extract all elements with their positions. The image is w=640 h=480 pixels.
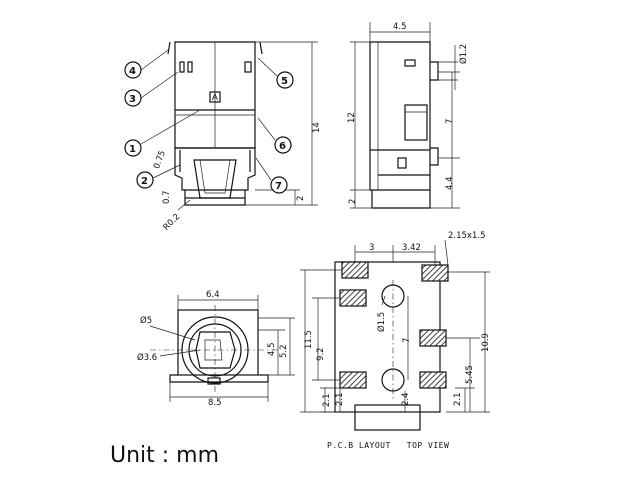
front-view: A 14 2 0.75 0.7 R0.2 4 3 — [124, 41, 322, 233]
dim-front-radius: R0.2 — [162, 212, 183, 233]
dim-bottom-h2: 5.2 — [279, 344, 289, 358]
dim-pcb-pad-size: 2.15x1.5 — [448, 231, 485, 241]
dim-pcb-pitch-right: 3.42 — [402, 243, 421, 253]
dim-pcb-v-right-low: 5.45 — [465, 365, 475, 384]
callout-1: 1 — [124, 109, 201, 157]
pad — [419, 329, 447, 347]
dim-side-height: 12 — [347, 112, 357, 123]
dim-side-base: 2 — [348, 199, 358, 204]
dim-side-width: 4.5 — [393, 22, 407, 32]
dim-pcb-v-outer: 11.5 — [304, 330, 314, 349]
pad — [419, 371, 447, 389]
bottom-view: 6.4 Ø5 Ø3.6 4.5 5.2 8.5 — [137, 290, 295, 408]
callout-2: 2 — [136, 164, 181, 189]
dim-side-pin: Ø1.2 — [458, 44, 469, 64]
dim-pcb-v-inner: 9.2 — [316, 347, 326, 361]
dim-side-lower: 4.4 — [445, 176, 455, 190]
svg-text:6: 6 — [279, 141, 286, 152]
dim-pcb-hole: Ø1.5 — [376, 312, 387, 332]
pad — [339, 371, 367, 389]
dim-front-bottom: 2 — [296, 196, 306, 201]
callout-4: 4 — [124, 49, 169, 79]
svg-text:1: 1 — [129, 144, 136, 155]
pad — [339, 289, 367, 307]
dim-bottom-h1: 4.5 — [267, 342, 277, 356]
dim-bottom-outer: Ø5 — [140, 315, 152, 326]
callout-6: 6 — [257, 117, 292, 154]
dim-front-lip: 0.7 — [162, 190, 172, 204]
svg-text:3: 3 — [129, 94, 136, 105]
svg-text:4: 4 — [129, 66, 136, 77]
dim-front-height: 14 — [312, 122, 322, 133]
dim-pcb-bottom-left-2: 2.1 — [335, 392, 345, 406]
dim-bottom-inner: Ø3.6 — [137, 352, 157, 363]
pad — [341, 261, 369, 279]
callout-3: 3 — [124, 71, 179, 107]
dim-pcb-pitch-left: 3 — [369, 243, 374, 253]
pcb-layout-caption: P.C.B LAYOUT TOP VIEW — [327, 441, 449, 450]
dim-side-offset: 7 — [445, 119, 455, 124]
dim-bottom-width: 8.5 — [208, 398, 222, 408]
pad — [421, 264, 449, 282]
dim-pcb-v-right: 10.9 — [481, 333, 491, 352]
pcb-layout: 3 3.42 2.15x1.5 11.5 9.2 Ø1.5 7 10.9 5.4… — [300, 231, 491, 431]
dim-pcb-bottom-right: 2.1 — [453, 392, 463, 406]
dim-pcb-v-mid: 7 — [402, 338, 412, 343]
svg-text:5: 5 — [281, 76, 288, 87]
svg-text:7: 7 — [275, 181, 282, 192]
dim-bottom-top-width: 6.4 — [206, 290, 220, 300]
svg-text:2: 2 — [141, 176, 148, 187]
side-view: 4.5 Ø1.2 12 2 7 4.4 — [347, 22, 469, 209]
dim-pcb-bottom-left-1: 2.1 — [322, 393, 332, 407]
callout-5: 5 — [257, 57, 294, 89]
dim-pcb-bottom-mid: 2.4 — [401, 392, 411, 406]
unit-label: Unit : mm — [110, 443, 219, 468]
dim-front-gap: 0.75 — [152, 149, 168, 170]
callout-7: 7 — [255, 157, 288, 194]
svg-text:A: A — [212, 93, 218, 103]
